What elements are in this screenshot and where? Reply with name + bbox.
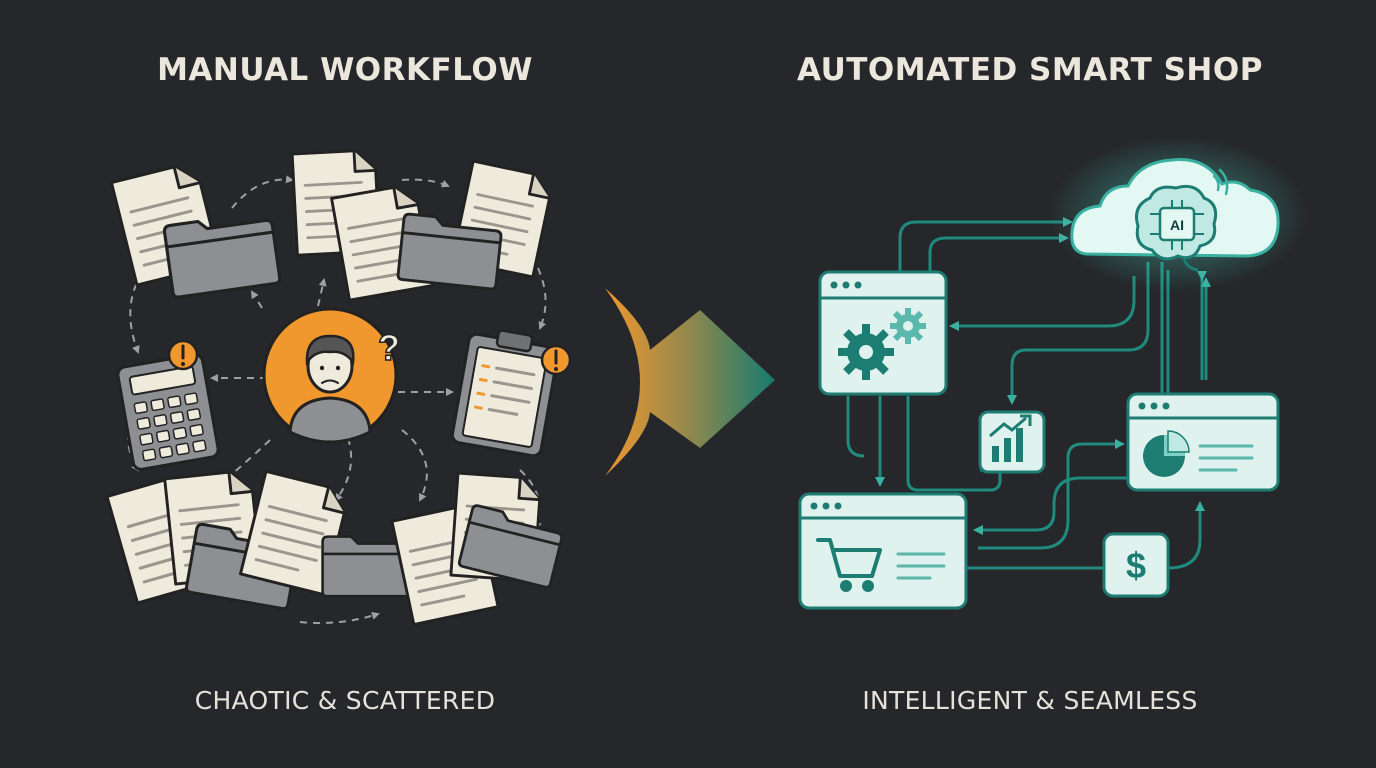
gears-window bbox=[818, 270, 948, 396]
confused-person-icon bbox=[262, 307, 398, 444]
manual-workflow-illustration: ? bbox=[105, 148, 572, 627]
gears-icon bbox=[838, 308, 926, 380]
calculator-icon bbox=[116, 353, 220, 471]
shopping-cart-icon bbox=[816, 538, 882, 592]
question-mark-icon: ? bbox=[378, 327, 400, 368]
shopping-cart-window bbox=[798, 492, 968, 610]
transition-arrow bbox=[605, 288, 775, 476]
dollar-symbol: $ bbox=[1126, 545, 1146, 586]
alert-icon bbox=[540, 344, 572, 376]
automated-smart-shop-title: AUTOMATED SMART SHOP bbox=[797, 52, 1263, 88]
manual-workflow-caption: CHAOTIC & SCATTERED bbox=[194, 686, 496, 715]
cloud-ai-label: AI bbox=[1170, 217, 1184, 233]
clipboard-icon bbox=[450, 329, 560, 458]
pie-chart-icon bbox=[1143, 430, 1190, 477]
pie-chart-window bbox=[1126, 392, 1280, 492]
manual-workflow-title: MANUAL WORKFLOW bbox=[157, 52, 533, 88]
folder-icon bbox=[162, 209, 283, 300]
chart-icon bbox=[978, 410, 1046, 474]
automated-shop-caption: INTELLIGENT & SEAMLESS bbox=[862, 686, 1198, 715]
cloud-ai-brain-icon bbox=[1070, 158, 1280, 272]
dollar-icon bbox=[1102, 532, 1170, 598]
automated-shop-illustration: AI bbox=[798, 136, 1308, 610]
alert-icon bbox=[167, 339, 199, 371]
